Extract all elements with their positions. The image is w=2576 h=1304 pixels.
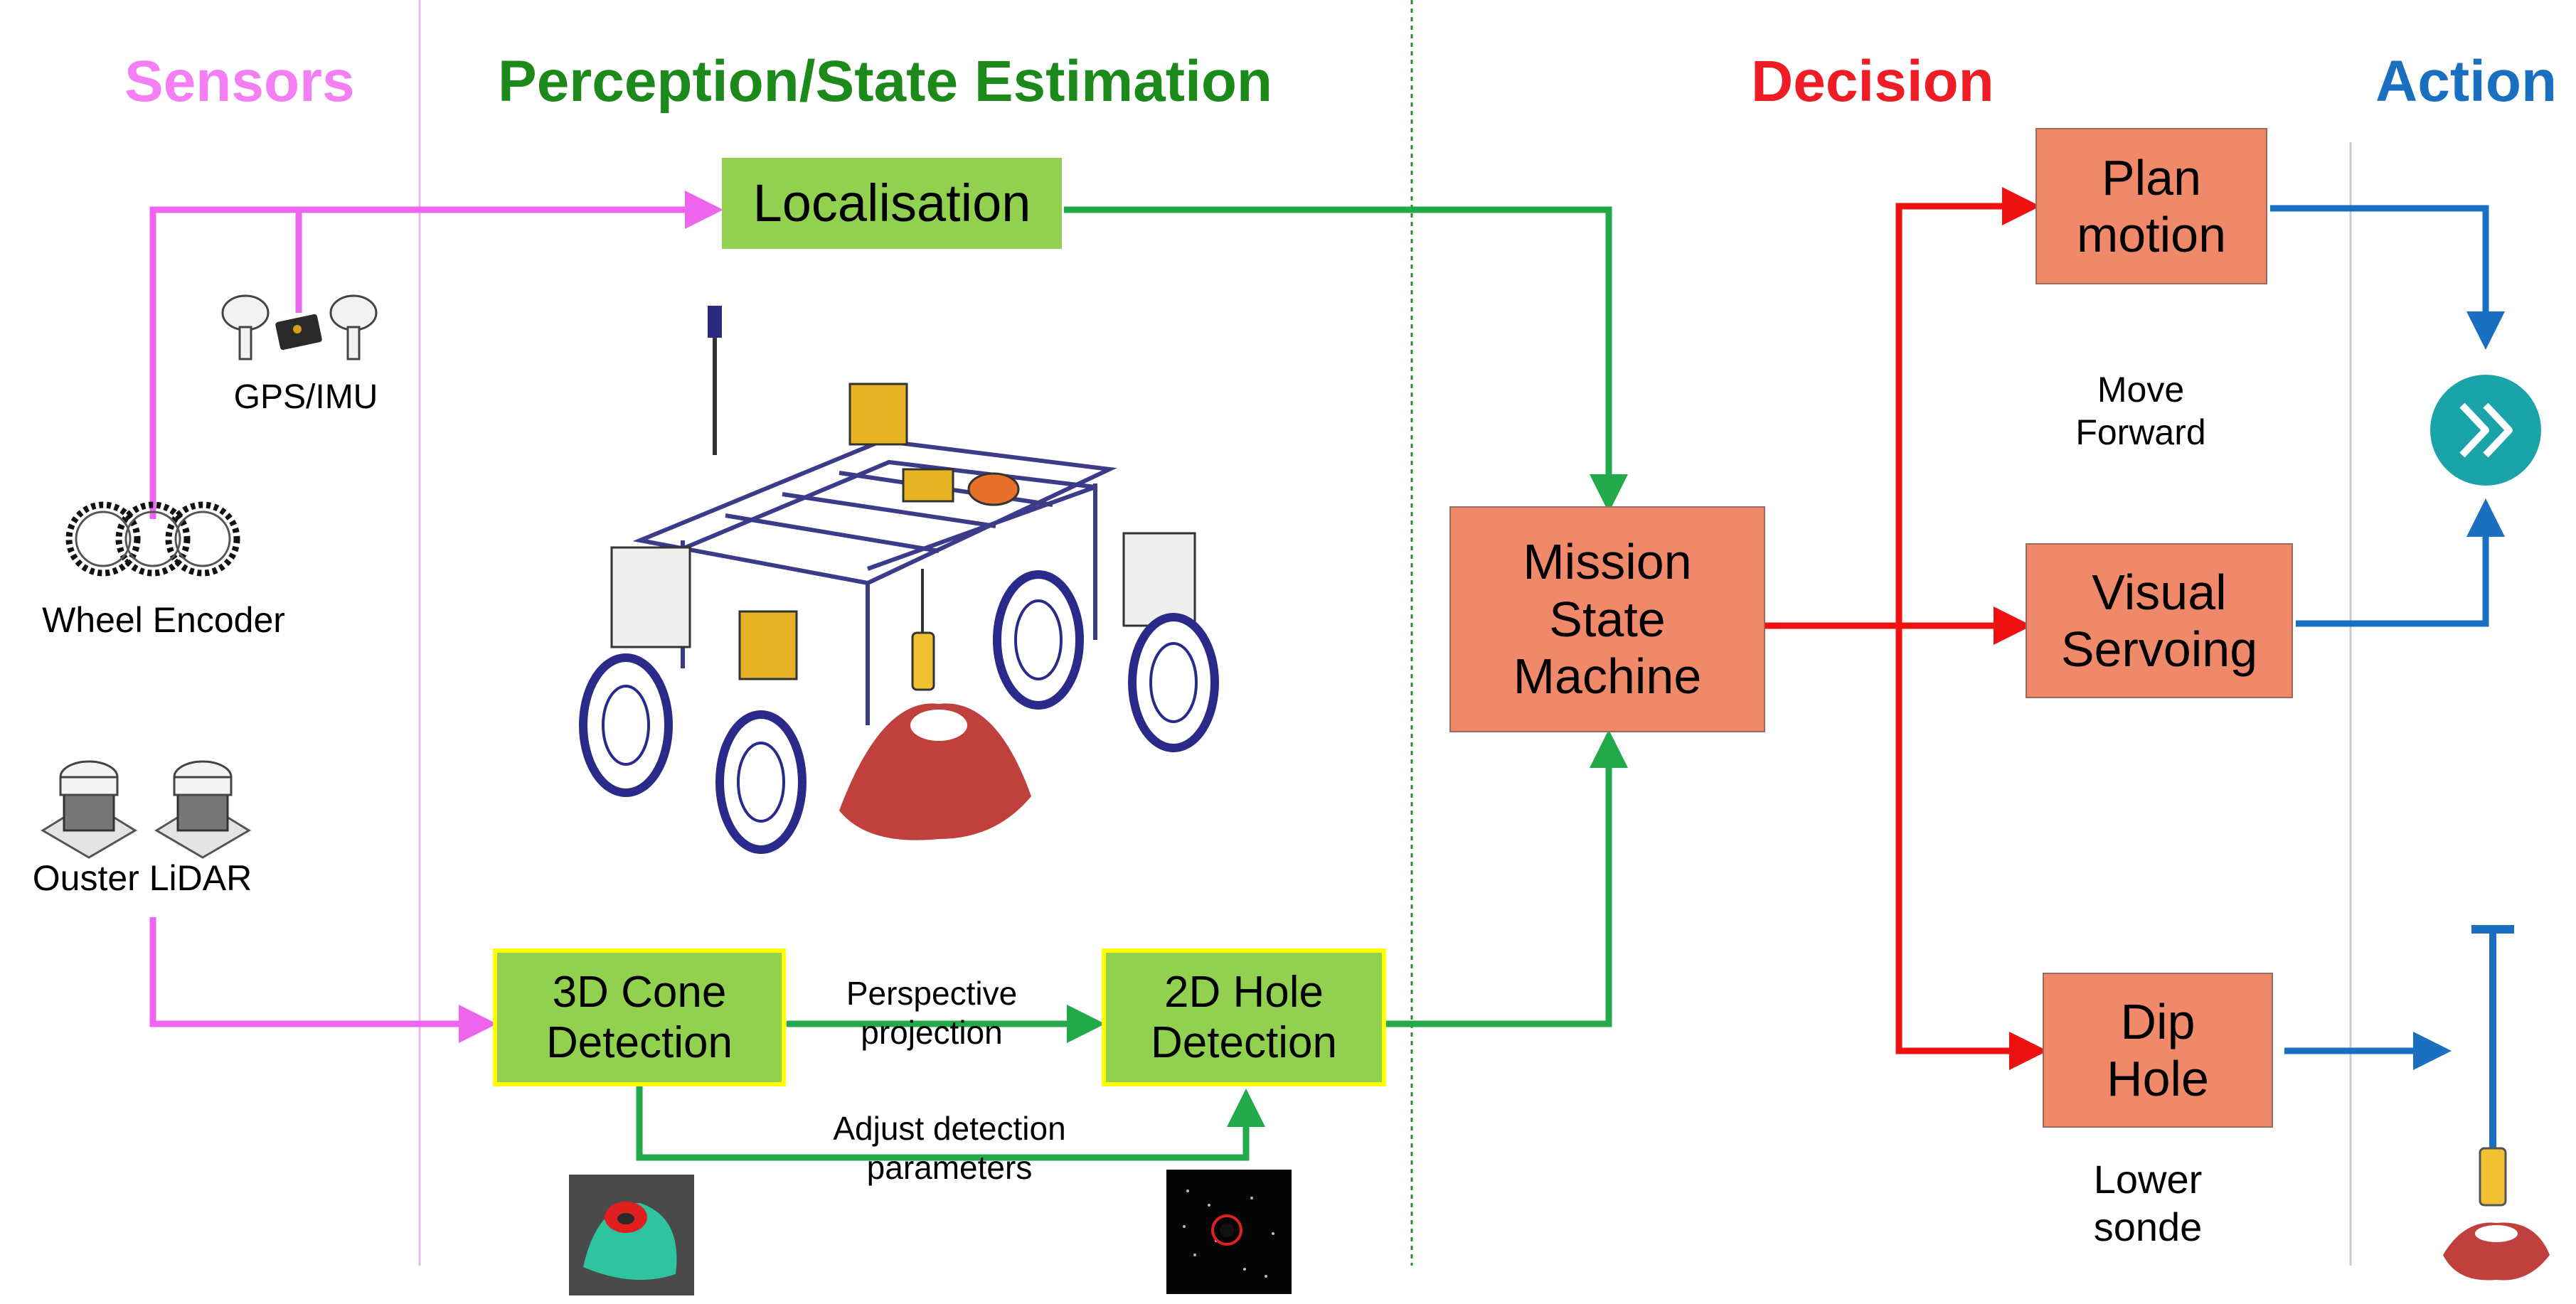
- action-header: Action: [2375, 49, 2558, 114]
- lidar-label: Ouster LiDAR: [32, 858, 252, 898]
- plan-line1: Plan: [2101, 149, 2202, 205]
- sensors-header: Sensors: [124, 49, 355, 114]
- sonde-icon: [2443, 925, 2550, 1281]
- wheel-encoder-icon: [65, 501, 240, 577]
- hole-image: [1166, 1170, 1292, 1294]
- wheel-encoder-label: Wheel Encoder: [42, 600, 285, 640]
- gps-antenna-icon: [329, 294, 378, 360]
- hole-detection-line1: 2D Hole: [1164, 967, 1324, 1017]
- decision-connectors: [1765, 187, 2048, 1070]
- cone-pointcloud-image: [569, 1175, 694, 1295]
- action-connectors: [2270, 205, 2505, 1070]
- imu-icon: [275, 314, 322, 351]
- cone-detection-line1: 3D Cone: [552, 967, 727, 1017]
- cone-detection-line2: Detection: [546, 1018, 733, 1067]
- gps-antenna-icon: [221, 294, 270, 360]
- forward-icon: [2430, 375, 2541, 486]
- msm-line1: Mission: [1523, 534, 1692, 590]
- perception-header: Perception/State Estimation: [498, 49, 1273, 114]
- dip-line1: Dip: [2120, 993, 2196, 1049]
- gps-imu-label: GPS/IMU: [233, 378, 378, 416]
- localisation-box: Localisation: [722, 158, 1062, 249]
- robot-vehicle-image: [579, 306, 1219, 854]
- visual-line2: Servoing: [2060, 621, 2258, 677]
- hole-detection-line2: Detection: [1151, 1018, 1337, 1067]
- msm-line2: State: [1549, 591, 1666, 647]
- sensor-connectors: [149, 191, 723, 1043]
- visual-line1: Visual: [2092, 564, 2227, 620]
- msm-line3: Machine: [1513, 648, 1702, 705]
- lidar-unit-2: [154, 760, 251, 859]
- decision-header: Decision: [1751, 49, 1994, 114]
- plan-line2: motion: [2076, 207, 2227, 262]
- lidar-icon: [41, 760, 251, 859]
- gps-imu-icon-group: [221, 294, 378, 360]
- dip-line2: Hole: [2107, 1051, 2209, 1106]
- lidar-unit-1: [41, 760, 137, 859]
- perception-connectors: [636, 206, 1628, 1161]
